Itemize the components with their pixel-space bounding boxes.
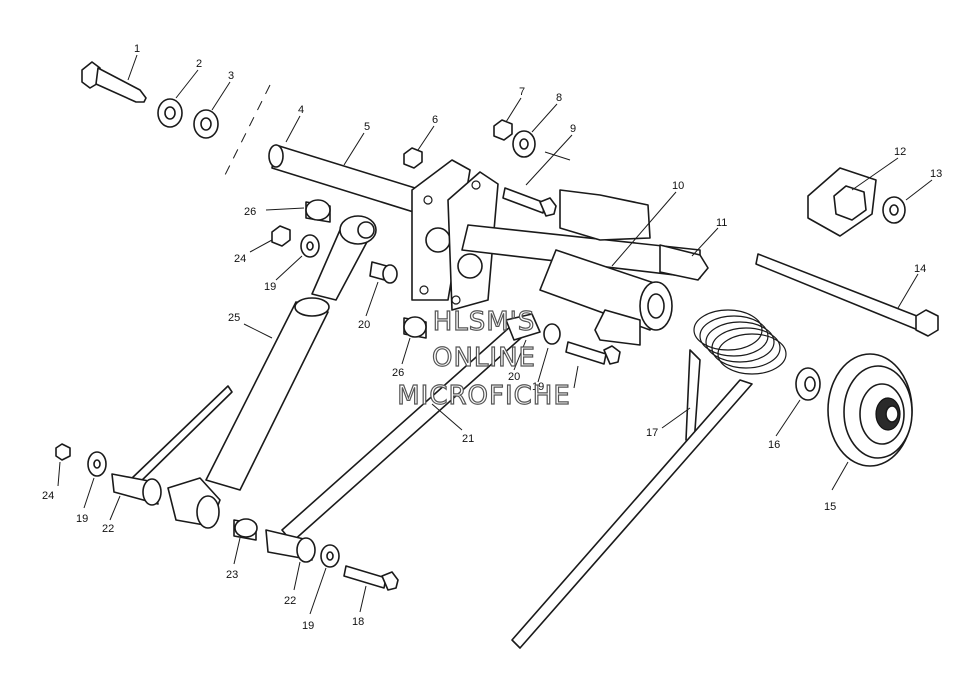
callout-8: 8 [556,92,562,104]
callout-10: 10 [672,180,684,192]
callout-18: 18 [352,616,364,628]
watermark-line-3: MICROFICHE [397,381,571,411]
washer-part-8 [512,130,536,158]
bolt-part-1 [81,61,147,103]
shock-absorber-part-25 [205,215,377,491]
callout-24: 24 [234,253,246,265]
stub-part-11 [659,244,709,281]
cross-shaft-part-10 [461,224,701,331]
callout-2: 2 [196,58,202,70]
washer-part-13 [882,196,906,224]
eye-bushing-part-22 [111,473,162,506]
torsion-spring-part-17 [511,309,787,649]
callout-12: 12 [894,146,906,158]
callout-19-bottom: 19 [302,620,314,632]
callout-9: 9 [570,123,576,135]
callout-23: 23 [226,569,238,581]
callout-26-lower: 26 [392,367,404,379]
washer-part-19 [300,234,320,258]
callout-13: 13 [930,168,942,180]
shock-lower-eye [167,477,221,529]
callout-14: 14 [914,263,926,275]
nut-part-6 [403,147,423,169]
watermark: HLSM'S ONLINE MICROFICHE [397,306,571,411]
nut-part-24 [271,225,291,247]
callout-5: 5 [364,121,370,133]
cap-part-12 [807,167,877,237]
callout-4: 4 [298,104,304,116]
nut-part-7 [493,119,513,141]
callout-20-mid: 20 [508,371,520,383]
washer-part-3 [193,109,219,139]
callout-19: 19 [264,281,276,293]
watermark-line-2: ONLINE [432,343,536,373]
callout-labels: 1 2 3 4 5 6 7 8 9 10 11 12 13 14 15 16 1… [42,43,942,632]
callout-20: 20 [358,319,370,331]
link-arm-part-21 [281,313,561,543]
callout-21: 21 [462,433,474,445]
bolt-part-14 [755,253,939,337]
nut-part-24-lower [55,443,71,461]
eye-bushing-part-22-lower [265,529,316,563]
washer-part-19-bottom [320,544,340,568]
callout-19-left: 19 [76,513,88,525]
washer-part-2 [157,98,183,128]
callout-22: 22 [102,523,114,535]
callout-17: 17 [646,427,658,439]
callout-19-mid: 19 [532,381,544,393]
callout-22-lower: 22 [284,595,296,607]
bolt-part-9 [502,187,557,217]
bushing-part-20 [369,261,398,284]
idler-wheel-part-15 [827,353,913,467]
leader-lines [57,54,933,615]
callout-6: 6 [432,114,438,126]
callout-15: 15 [824,501,836,513]
bolt-upper-right [565,341,621,365]
callout-7: 7 [519,86,525,98]
callout-26: 26 [244,206,256,218]
sleeve-part-26-lower [403,316,427,339]
washer-part-19-left [87,451,107,477]
sleeve-part-26 [305,199,331,223]
bolt-part-18 [343,565,399,591]
spacer-part-16 [795,367,821,401]
watermark-line-1: HLSM'S [433,307,536,337]
callout-1: 1 [134,43,140,55]
callout-16: 16 [768,439,780,451]
callout-3: 3 [228,70,234,82]
pivot-box [559,189,651,346]
callout-11: 11 [716,217,727,229]
spacer-part-23 [233,518,258,541]
callout-24-lower: 24 [42,490,54,502]
callout-25: 25 [228,312,240,324]
